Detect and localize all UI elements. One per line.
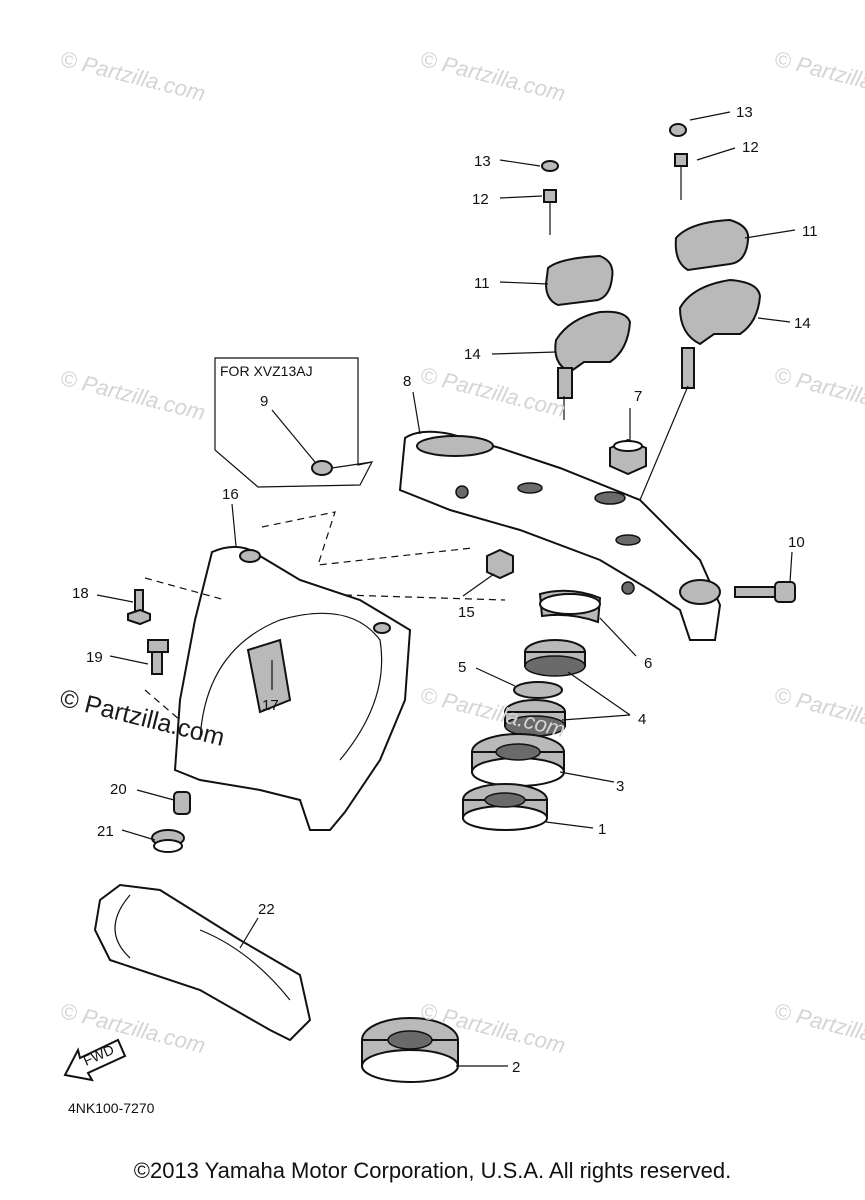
- part-6-washer: [538, 589, 602, 624]
- part-18-bolt: [127, 589, 151, 626]
- part-2-seal: [361, 1017, 459, 1083]
- part-7-nut: [609, 438, 647, 476]
- callout-9: 9: [260, 393, 268, 410]
- part-8-upper-bracket: [398, 430, 722, 641]
- callout-22: 22: [258, 901, 275, 918]
- fwd-arrow-icon: FWD: [63, 1038, 127, 1082]
- left-handlebar-holder-set: [541, 160, 632, 420]
- callout-6: 6: [644, 655, 652, 672]
- part-19-bolt: [147, 639, 169, 675]
- callout-16: 16: [222, 486, 239, 503]
- callout-13-left: 13: [474, 153, 491, 170]
- leader-dashed-4: [344, 594, 506, 601]
- callout-11-left: 11: [474, 275, 490, 292]
- part-20-collar: [173, 791, 191, 815]
- part-22-cover: [93, 883, 312, 1042]
- callout-7: 7: [634, 388, 642, 405]
- callout-14-left: 14: [464, 346, 481, 363]
- callout-2: 2: [512, 1059, 520, 1076]
- callout-13-right: 13: [736, 104, 753, 121]
- callout-12-left: 12: [472, 191, 489, 208]
- callout-3: 3: [616, 778, 624, 795]
- part-10-bolt: [734, 581, 796, 603]
- inset-box-title: FOR XVZ13AJ: [220, 363, 313, 379]
- callout-8: 8: [403, 373, 411, 390]
- part-1-bearing: [462, 783, 548, 831]
- callout-19: 19: [86, 649, 103, 666]
- callout-4: 4: [638, 711, 646, 728]
- callout-20: 20: [110, 781, 127, 798]
- callout-21: 21: [97, 823, 114, 840]
- callout-17: 17: [262, 697, 279, 714]
- leader-dashed-2: [144, 577, 226, 601]
- inset-box: FOR XVZ13AJ: [214, 357, 374, 488]
- callout-labels: 1 2 3 4 5 6 7 8 9 10 11 11 12 12 13 13 1…: [72, 104, 818, 1076]
- callout-5: 5: [458, 659, 466, 676]
- callout-15: 15: [458, 604, 475, 621]
- part-16-cover: [173, 545, 412, 831]
- part-9-cap: [271, 409, 373, 476]
- part-3-bearing: [471, 733, 565, 787]
- diagram-code: 4NK100-7270: [68, 1100, 155, 1116]
- right-handlebar-holder-set: [639, 123, 762, 501]
- callout-12-right: 12: [742, 139, 759, 156]
- part-21-grommet: [151, 829, 185, 853]
- part-15-nut: [486, 548, 514, 580]
- callout-10: 10: [788, 534, 805, 551]
- leader-dashed-3: [144, 689, 181, 721]
- leader-dashed-1: [261, 511, 473, 566]
- callout-18: 18: [72, 585, 89, 602]
- callout-1: 1: [598, 821, 606, 838]
- leader-lines: [96, 111, 796, 1067]
- callout-11-right: 11: [802, 223, 818, 240]
- part-4-ring-nuts: [504, 639, 586, 737]
- part-5-washer: [513, 681, 563, 699]
- copyright-notice: ©2013 Yamaha Motor Corporation, U.S.A. A…: [133, 1158, 732, 1183]
- callout-14-right: 14: [794, 315, 811, 332]
